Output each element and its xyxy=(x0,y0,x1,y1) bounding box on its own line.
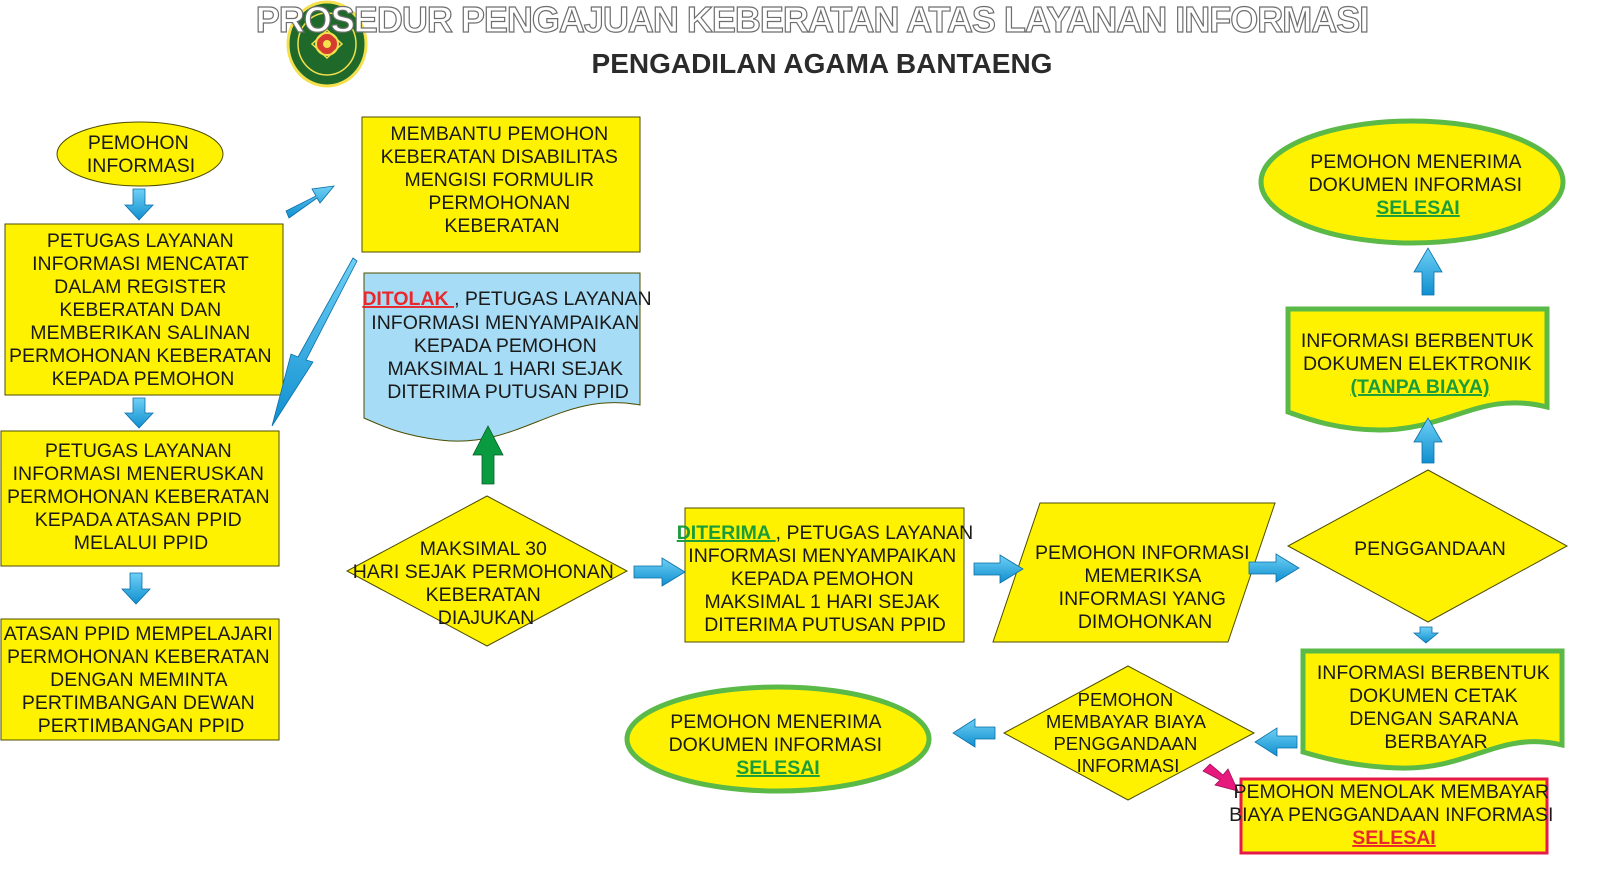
arrow-down-icon xyxy=(121,572,151,605)
node-electronic-text: INFORMASI BERBENTUK DOKUMEN ELEKTRONIK (… xyxy=(1301,330,1539,398)
node-decision xyxy=(345,495,629,647)
arrow-diagonal-down-icon xyxy=(271,257,358,427)
node-forward xyxy=(0,430,280,567)
arrow-diagonal-icon xyxy=(285,185,335,219)
node-start xyxy=(56,121,224,187)
node-done-bottom-text: PEMOHON MENERIMA DOKUMEN INFORMASI SELES… xyxy=(669,711,888,779)
node-printed xyxy=(1300,648,1565,771)
node-study-text: ATASAN PPID MEMPELAJARI PERMOHONAN KEBER… xyxy=(4,623,279,737)
arrow-down-icon xyxy=(1412,626,1440,644)
node-copying xyxy=(1286,469,1569,623)
node-rejected-text: INFORMASI MENYAMPAIKAN KEPADA PEMOHON MA… xyxy=(371,312,644,403)
page-subtitle: PENGADILAN AGAMA BANTAENG xyxy=(592,48,1053,79)
logo xyxy=(286,0,368,88)
node-pay xyxy=(1002,665,1256,801)
node-accepted-text: INFORMASI MENYAMPAIKAN KEPADA PEMOHON MA… xyxy=(688,545,961,636)
arrow-left-icon xyxy=(952,718,996,748)
node-accepted xyxy=(684,507,965,643)
node-rejected-first-line: DITOLAK , PETUGAS LAYANAN xyxy=(362,288,651,310)
node-done-bottom xyxy=(624,684,932,794)
node-examine-text: PEMOHON INFORMASI MEMERIKSA INFORMASI YA… xyxy=(1035,542,1255,633)
node-refuse xyxy=(1239,777,1549,855)
arrow-up-green-icon xyxy=(472,425,504,485)
arrow-right-icon xyxy=(1248,553,1300,583)
arrow-left-icon xyxy=(1254,727,1298,757)
node-accepted-first-line: DITERIMA , PETUGAS LAYANAN xyxy=(677,522,974,544)
node-printed-text: INFORMASI BERBENTUK DOKUMEN CETAK DENGAN… xyxy=(1317,662,1555,753)
arrow-down-icon xyxy=(124,188,154,221)
arrow-down-icon xyxy=(124,397,154,429)
node-decision-text: MAKSIMAL 30 HARI SEJAK PERMOHONAN KEBERA… xyxy=(353,538,620,629)
node-pay-text: PEMOHON MEMBAYAR BIAYA PENGGANDAAN INFOR… xyxy=(1046,689,1210,776)
arrow-up-icon xyxy=(1413,247,1443,296)
node-disability xyxy=(361,116,641,253)
arrow-diagonal-pink-icon xyxy=(1202,763,1239,792)
arrow-up-icon xyxy=(1413,417,1443,464)
page-title: PROSEDUR PENGAJUAN KEBERATAN ATAS LAYANA… xyxy=(256,0,1368,40)
arrow-right-icon xyxy=(973,554,1024,584)
arrow-right-icon xyxy=(633,557,686,587)
node-electronic xyxy=(1285,306,1550,433)
node-done-top xyxy=(1258,118,1566,246)
node-study xyxy=(0,618,280,741)
node-copying-text: PENGGANDAAN xyxy=(1354,538,1506,560)
node-forward-text: PETUGAS LAYANAN INFORMASI MENERUSKAN PER… xyxy=(7,440,275,554)
node-start-text: PEMOHON INFORMASI xyxy=(87,132,195,177)
node-disability-text: MEMBANTU PEMOHON KEBERATAN DISABILITAS M… xyxy=(381,123,624,237)
node-refuse-text: PEMOHON MENOLAK MEMBAYAR BIAYA PENGGANDA… xyxy=(1229,781,1559,849)
node-register-text: PETUGAS LAYANAN INFORMASI MENCATAT DALAM… xyxy=(9,230,277,390)
node-examine xyxy=(992,502,1276,643)
node-register xyxy=(4,223,284,396)
node-done-top-text: PEMOHON MENERIMA DOKUMEN INFORMASI SELES… xyxy=(1309,151,1528,219)
